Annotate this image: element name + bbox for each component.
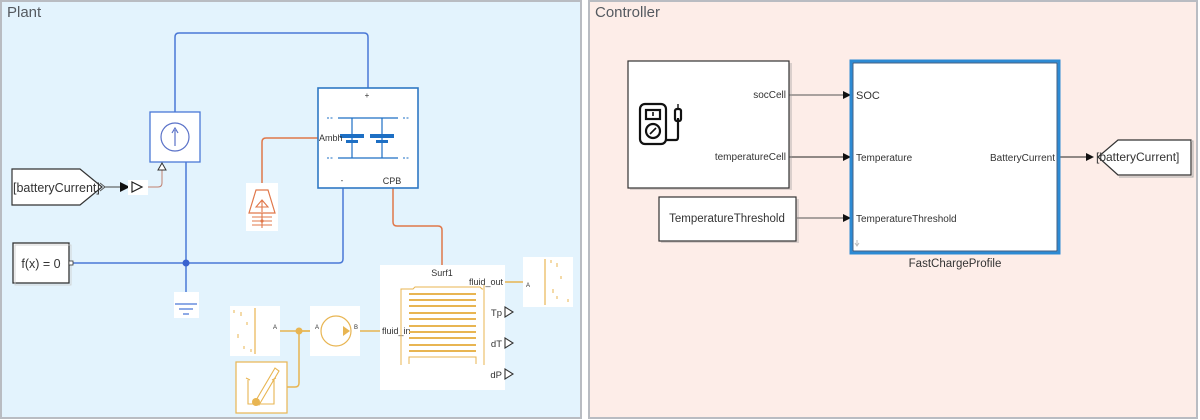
fluid-temperature-sensor-block[interactable]	[235, 361, 288, 414]
cold-plate-output-tp: Tp	[491, 308, 502, 319]
reservoir-inlet-block[interactable]: A	[230, 306, 280, 356]
cold-plate-fluid-in-port: fluid_in	[382, 326, 411, 336]
wire-cpb-to-surf[interactable]	[392, 188, 443, 265]
cold-plate-fluid-out-port: fluid_out	[469, 277, 504, 287]
signal-arrow-head	[120, 182, 130, 192]
controller-panel-title: Controller	[595, 4, 661, 21]
current-source-input-port	[157, 161, 167, 171]
pump-block[interactable]: A B	[310, 306, 360, 356]
goto-block-label: [batteryCurrent]	[1096, 150, 1179, 164]
battery-module-block[interactable]: + Ambh - CPB	[317, 87, 419, 189]
battery-plus-port: +	[365, 91, 370, 100]
reservoir-outlet-block[interactable]: A	[523, 257, 573, 307]
dp-output-port	[504, 368, 515, 380]
controlled-current-source-block[interactable]	[149, 111, 201, 171]
multimeter-icon	[638, 102, 683, 146]
battery-ambient-port: Ambh	[319, 133, 343, 143]
fast-charge-profile-name: FastChargeProfile	[909, 258, 1002, 270]
cold-plate-output-dt: dT	[491, 339, 502, 350]
solver-configuration-block[interactable]: f(x) = 0	[12, 242, 74, 286]
temperature-threshold-label: TemperatureThreshold	[669, 213, 785, 225]
input-port-soc: SOC	[856, 90, 880, 102]
tp-output-port	[504, 306, 515, 318]
reservoir-outlet-port: A	[526, 283, 530, 289]
dt-output-port	[504, 337, 515, 349]
battery-sensor-subsystem-block[interactable]: socCell temperatureCell	[627, 60, 792, 190]
pump-port-a: A	[315, 325, 319, 331]
pump-icon	[320, 315, 352, 347]
cold-plate-output-dp: dP	[490, 370, 502, 381]
battery-cpb-port: CPB	[383, 176, 402, 186]
temperature-threshold-block[interactable]: TemperatureThreshold	[658, 196, 799, 243]
controller-arrowheads	[843, 91, 1094, 222]
plant-panel-title: Plant	[7, 4, 42, 21]
battery-minus-port: -	[341, 176, 344, 185]
wire-ambient-to-battery[interactable]	[261, 137, 318, 183]
battery-cells-icon	[327, 117, 409, 159]
ambient-temperature-source-block[interactable]	[246, 183, 278, 231]
from-block-battery-current[interactable]: [batteryCurrent]	[11, 168, 106, 206]
signal-wires	[104, 170, 163, 192]
converter-arrow-icon	[131, 181, 144, 193]
wire-tjunction-to-sensor[interactable]	[287, 331, 300, 388]
reservoir-inlet-port: A	[273, 325, 277, 331]
from-block-label: [batteryCurrent]	[13, 181, 100, 195]
output-port-battery-current: BatteryCurrent	[990, 153, 1055, 164]
pump-port-b: B	[354, 325, 358, 331]
thermal-wires	[261, 137, 443, 265]
electrical-junction-dot	[182, 259, 190, 267]
solver-label: f(x) = 0	[21, 257, 60, 271]
current-arrow-icon	[171, 126, 179, 146]
electrical-ground-block[interactable]	[174, 292, 199, 318]
electrical-wires	[72, 32, 369, 294]
sensor-output-temperature: temperatureCell	[715, 152, 786, 163]
ground-icon	[175, 303, 197, 315]
cold-plate-channels-icon	[400, 285, 485, 365]
goto-block-battery-current[interactable]: [batteryCurrent]	[1096, 139, 1194, 178]
input-port-temperature-threshold: TemperatureThreshold	[856, 214, 957, 225]
input-port-temperature: Temperature	[856, 153, 913, 164]
subsystem-link-icon	[854, 240, 860, 247]
wire-solver-to-junction[interactable]	[72, 188, 344, 264]
current-source-circle-icon	[160, 122, 190, 152]
temperature-source-icon	[248, 189, 276, 214]
cold-plate-block[interactable]: Surf1 fluid_out fluid_in Tp dT dP	[380, 265, 515, 390]
fast-charge-profile-block[interactable]: SOC Temperature TemperatureThreshold Bat…	[849, 59, 1061, 270]
cold-plate-surf-port: Surf1	[431, 268, 453, 278]
simulink-ps-converter[interactable]	[128, 180, 148, 195]
wire-source-to-battery-plus[interactable]	[174, 32, 369, 112]
wire-converter-to-source[interactable]	[148, 170, 163, 188]
sensor-output-soc: socCell	[753, 90, 786, 101]
fluid-junction-dot	[295, 327, 303, 335]
controller-signal-wires	[789, 94, 1088, 219]
